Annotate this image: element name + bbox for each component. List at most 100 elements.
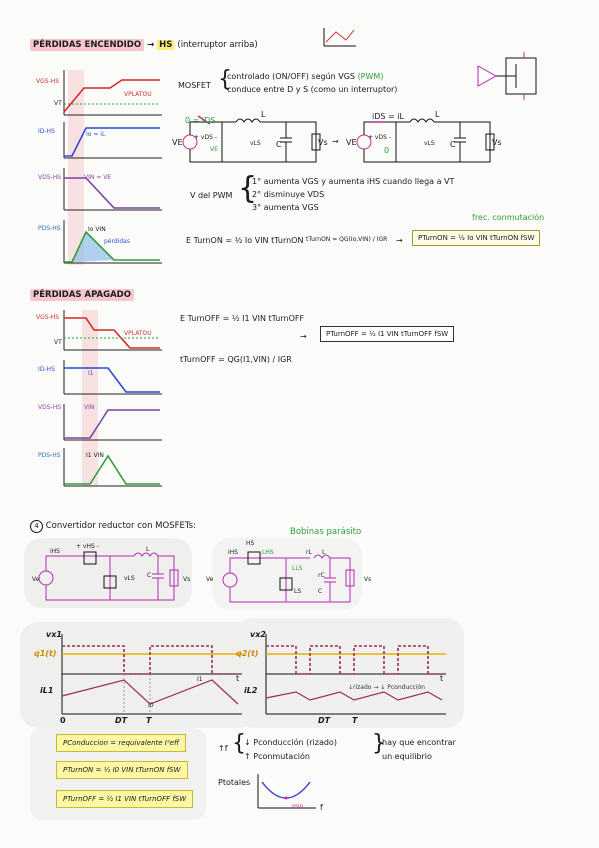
graph2-vds-label: VDS-HS <box>38 404 62 411</box>
arrow-glyph-4: → <box>300 332 307 341</box>
wave-left-i1: I1 <box>197 676 203 683</box>
pwm-step-1: 1° aumenta VGS y aumenta iHS cuando lleg… <box>252 177 455 186</box>
brace-glyph: { <box>218 67 232 92</box>
eq-pconduccion: PConduccion = requivalente I²eff <box>56 734 187 752</box>
left-C-label: C <box>147 572 152 579</box>
eq-pturnon-2: PTurnON = ½ I0 VIN tTurnON fSW <box>56 761 188 779</box>
wave-left-T: T <box>146 716 152 725</box>
graph-iovin-label: Io VIN <box>88 226 106 233</box>
brace-glyph-4: } <box>372 731 386 756</box>
eq-eturnoff: E TurnOFF = ½ I1 VIN tTurnOFF <box>180 314 305 323</box>
graph-vin-label: VIN ≈ VE <box>84 174 112 181</box>
section1-title: PÉRDIDAS ENCENDIDO <box>30 39 145 51</box>
buck-circuit-left <box>38 551 179 601</box>
left-ve-label: Ve <box>32 576 40 583</box>
arrow-glyph-3: → <box>396 236 403 245</box>
mosfet-pwm: (PWM) <box>357 72 384 81</box>
hs-description: (interruptor arriba) <box>177 40 258 50</box>
eq-pturnoff-box: PTurnOFF = ½ I1 VIN tTurnOFF fSW <box>320 326 455 342</box>
brace-glyph-2: { <box>238 171 258 206</box>
ids-il-label: iDS = iL <box>372 112 404 121</box>
right-rc-label: rC <box>318 572 325 579</box>
graph-id-label: ID-HS <box>38 128 55 135</box>
circuit-off-state <box>182 115 321 163</box>
circuit2-zero: 0 <box>384 146 390 155</box>
mosfet-line1-row: controlado (ON/OFF) según VGS (PWM) <box>227 72 383 81</box>
right-ve-label: Ve <box>206 576 214 583</box>
wave-left-zero: 0 <box>60 716 66 725</box>
arrow-glyph-2: → <box>332 137 339 146</box>
circuit1-vds-label: + vDS - <box>194 134 217 141</box>
circuit2-vs-label: Vs <box>492 138 502 147</box>
section3-title: Convertidor reductor con MOSFETs: <box>45 521 196 531</box>
right-ihs-label: iHS <box>228 549 238 556</box>
tradeoff-line2: ↑ Pconmutación <box>244 752 310 761</box>
section3-title-row: 4 Convertidor reductor con MOSFETs: <box>30 520 196 533</box>
transition-band <box>68 70 84 265</box>
eq-tturnoff: tTurnOFF = QG(I1,VIN) / IGR <box>180 355 292 364</box>
right-c-label: C <box>318 588 323 595</box>
wave-right-note: ↓rizado → ↓ Pconducción <box>348 684 425 691</box>
wave-right-vx: vx2 <box>250 630 266 639</box>
circuit1-ve-label: VE <box>172 138 183 147</box>
wave-left-background <box>20 622 256 728</box>
right-lhs-label: LHS <box>262 549 274 556</box>
right-lls-label: LLS <box>292 565 303 572</box>
left-vs-label: Vs <box>183 576 191 583</box>
ptotales-curve <box>257 774 316 809</box>
graph2-vin-label: VIN <box>84 404 95 411</box>
pwm-intro: V del PWM <box>190 191 233 200</box>
f-axis-label: f <box>320 803 323 812</box>
pwm-step-3: 3° aumenta VGS <box>252 203 319 212</box>
frec-conmutacion-label: frec. conmutación <box>472 213 545 222</box>
zero-ids-label: 0 = iDS <box>185 116 216 125</box>
mosfet-line1: controlado (ON/OFF) según VGS <box>227 72 356 81</box>
circuit-left-background <box>24 538 192 608</box>
corner-sketch-icon <box>323 28 356 47</box>
eq-pturnoff-2: PTurnOFF = ½ I1 VIN tTurnOFF fSW <box>56 790 194 808</box>
wave-right-il: iL2 <box>244 686 258 695</box>
tradeoff-f: ↑f <box>218 744 228 753</box>
graph-vgs-label: VGS-HS <box>36 78 60 85</box>
section1-title-row: PÉRDIDAS ENCENDIDO → HS (interruptor arr… <box>30 39 258 51</box>
graph-pds-label: PDS-HS <box>38 225 61 232</box>
right-hs-label: HS <box>246 540 255 547</box>
wave-left-i0: I0 <box>148 702 154 709</box>
graph2-id-label: ID-HS <box>38 366 55 373</box>
left-vhs-label: + vHS - <box>76 543 99 550</box>
eq-eturnon: E TurnON = ½ Io VIN tTurnON <box>186 236 304 245</box>
ptotales-label: Ptotales <box>218 778 251 787</box>
bobinas-parasito-label: Bobinas parásito <box>290 527 362 537</box>
circuit1-C-label: C <box>276 140 282 149</box>
section2-title-row: PÉRDIDAS APAGADO <box>30 289 134 301</box>
graph2-vt-label: VT <box>54 339 62 346</box>
wave-left-il: iL1 <box>40 686 54 695</box>
circuit2-L-label: L <box>435 110 440 119</box>
graph-perdidas-label: pérdidas <box>104 238 130 245</box>
right-vs-label: Vs <box>364 576 372 583</box>
min-label: min <box>292 803 304 810</box>
section3-number: 4 <box>30 520 43 533</box>
wave-right-t: t <box>440 674 444 683</box>
tradeoff-line1: ↓ Pconducción (rizado) <box>244 738 337 747</box>
left-L-label: L <box>146 546 150 553</box>
tradeoff-conclusion-1: hay que encontrar <box>382 738 456 747</box>
tradeoff-conclusion-2: un equilibrio <box>382 752 432 761</box>
circuit-on-state <box>356 118 495 163</box>
hs-label: HS <box>157 40 175 50</box>
arrow-glyph: → <box>147 40 155 50</box>
turnoff-graphs <box>63 310 162 487</box>
wave-right-q: q2(t) <box>236 649 259 658</box>
right-L-label: L <box>322 549 326 556</box>
graph2-i1vin-label: I1 VIN <box>86 452 104 459</box>
mosfet-line2: conduce entre D y S (como un interruptor… <box>227 85 398 94</box>
circuit2-vds-label: + vDS - <box>368 134 391 141</box>
eq-tturnon: tTurnON = QG(Io,VIN) / IGR <box>306 236 388 243</box>
circuit2-vls-label: vLS <box>424 140 435 147</box>
circuit1-L-label: L <box>261 110 266 119</box>
left-vls-label: vLS <box>124 575 135 582</box>
circuit1-ve-small: VE <box>210 146 218 153</box>
graph-vt-label: VT <box>54 100 62 107</box>
graph-vds-label: VDS-HS <box>38 174 62 181</box>
mosfet-symbol-icon <box>477 52 537 100</box>
